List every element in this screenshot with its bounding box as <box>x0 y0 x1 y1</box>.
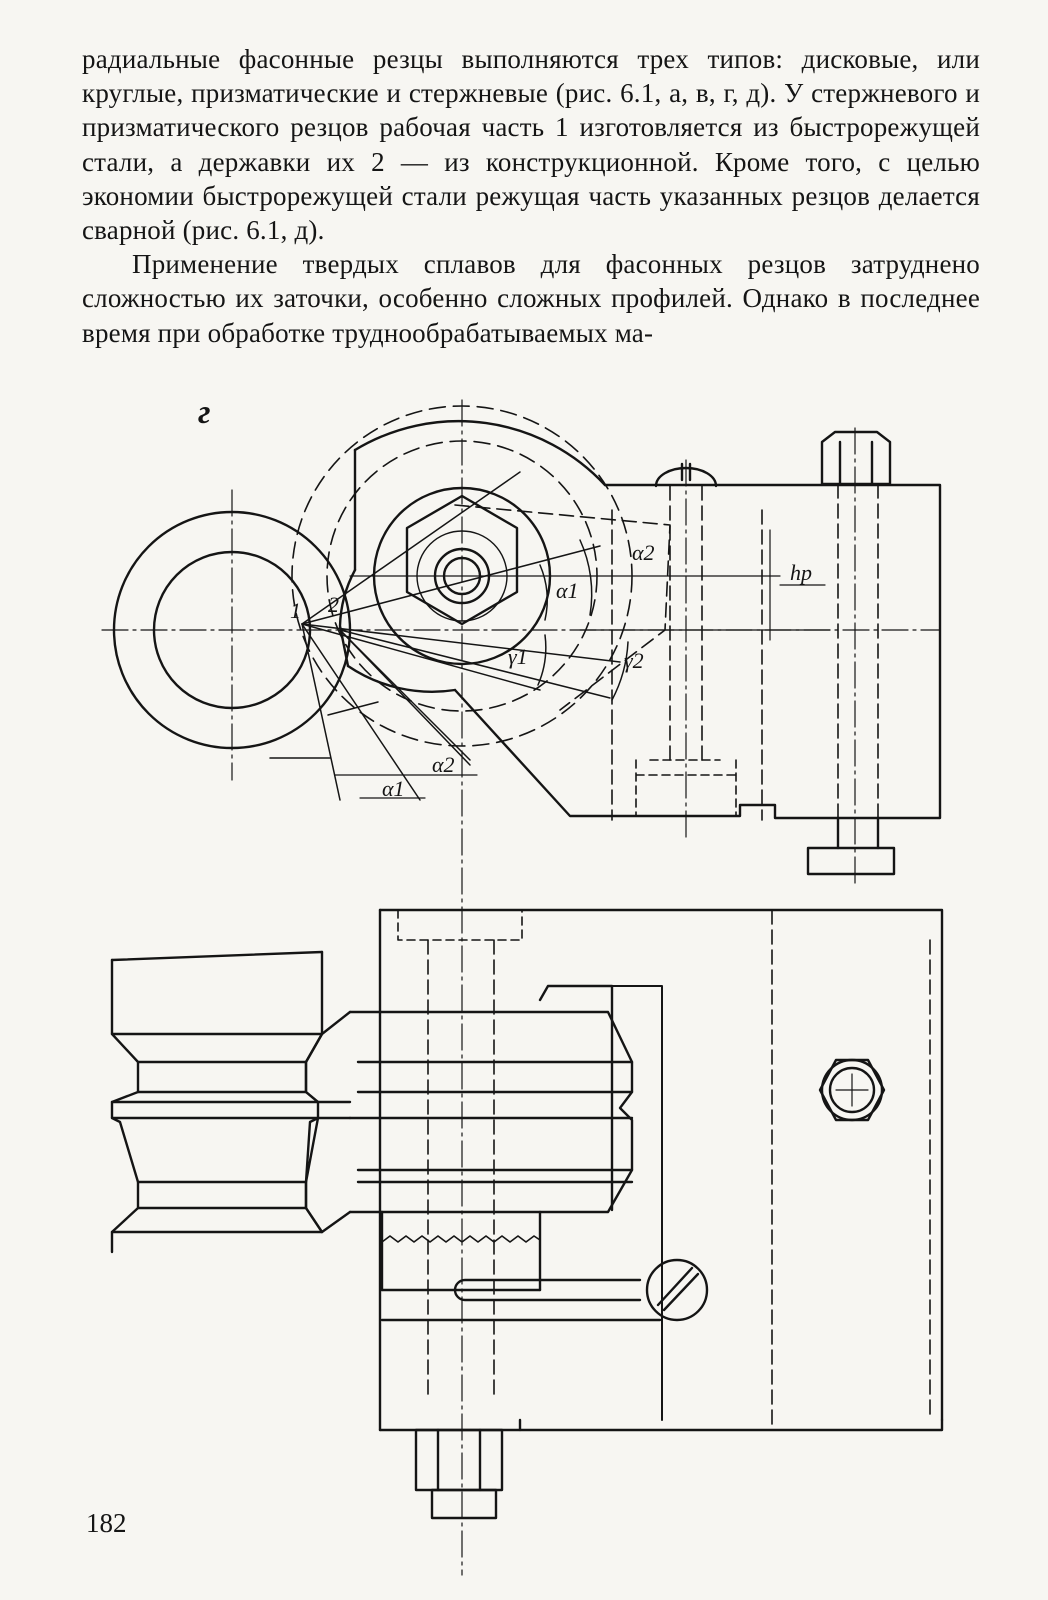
label-gamma1: γ1 <box>508 644 528 669</box>
clamp-screw <box>611 462 763 821</box>
vertical-bolt <box>806 430 896 876</box>
label-alpha2-lower: α2 <box>432 752 455 777</box>
label-point-2: 2 <box>328 592 339 617</box>
figure-letter: г <box>198 394 211 431</box>
drawing-canvas <box>101 399 944 1576</box>
center-lines <box>101 399 941 1576</box>
technical-drawing: г 1 2 α2 α1 hр γ1 γ2 α2 α1 <box>0 380 1048 1580</box>
hex-nut-lower <box>818 1058 886 1122</box>
label-alpha1-lower: α1 <box>382 776 405 801</box>
label-alpha2-upper: α2 <box>632 540 655 565</box>
workpiece-profile <box>110 950 352 1254</box>
label-gamma2: γ2 <box>624 648 644 673</box>
label-point-1: 1 <box>290 598 301 623</box>
page-number: 182 <box>86 1508 127 1538</box>
cutter-profile <box>304 984 663 1421</box>
paragraph-2: Применение твердых сплавов для фасонных … <box>82 249 980 348</box>
label-alpha1-upper: α1 <box>556 578 579 603</box>
disk-cutter <box>291 405 942 820</box>
bolt-bottom <box>414 1428 504 1520</box>
angle-lines <box>269 471 831 801</box>
body-text: радиальные фасонные резцы выполняются тр… <box>82 42 980 350</box>
lock-screw <box>645 1258 709 1322</box>
label-h-p: hр <box>790 560 812 585</box>
serrated-washer <box>380 1210 662 1322</box>
paragraph-1: радиальные фасонные резцы выполняются тр… <box>82 44 980 246</box>
